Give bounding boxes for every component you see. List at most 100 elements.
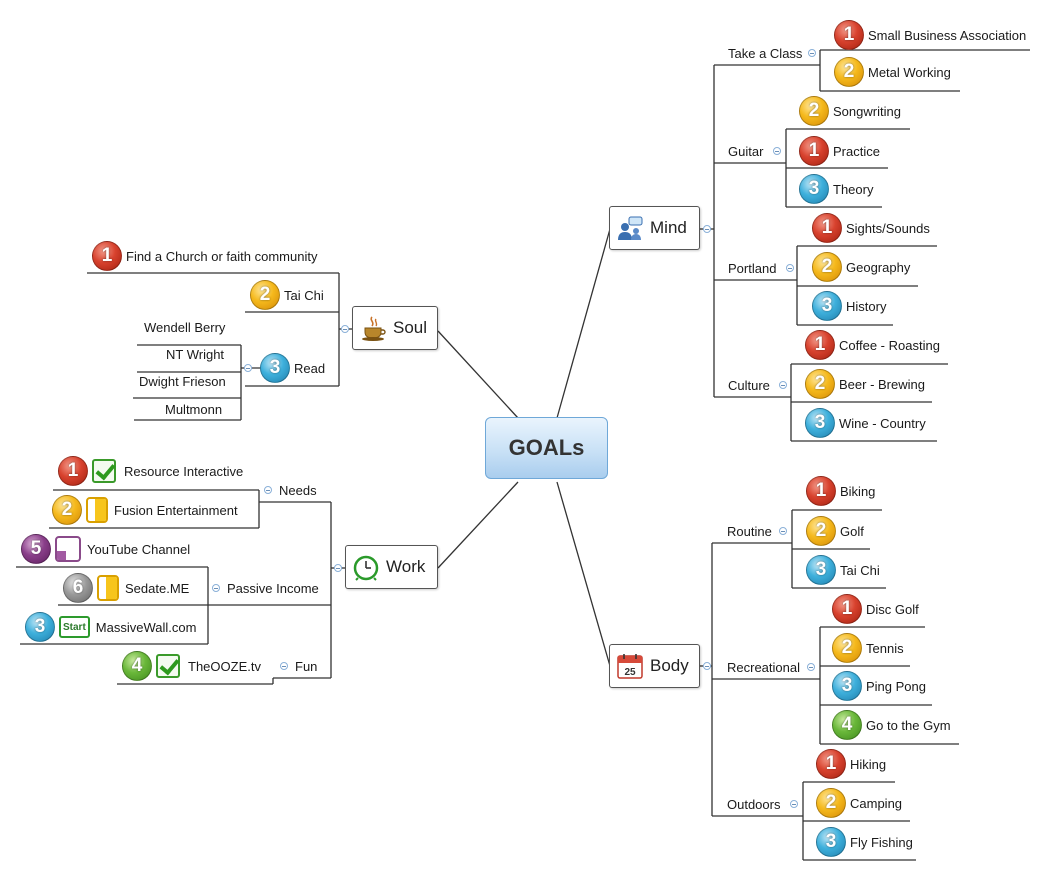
body-item-biking[interactable]: 1 Biking	[806, 476, 875, 506]
collapse-toggle-fun[interactable]	[280, 662, 288, 670]
mind-item-metal-working[interactable]: 2 Metal Working	[834, 57, 951, 87]
mind-item-sights-sounds[interactable]: 1 Sights/Sounds	[812, 213, 930, 243]
mind-item-beer[interactable]: 2 Beer - Brewing	[805, 369, 925, 399]
priority-2-icon: 2	[805, 369, 835, 399]
body-item-golf[interactable]: 2 Golf	[806, 516, 864, 546]
topic-soul-label: Soul	[393, 318, 428, 337]
mind-item-label: Metal Working	[868, 64, 951, 80]
work-item-sedate-me[interactable]: 6 Sedate.ME	[63, 573, 189, 603]
work-item-resource-interactive[interactable]: 1 Resource Interactive	[58, 456, 243, 486]
collapse-toggle-work[interactable]	[334, 564, 342, 572]
mind-guitar[interactable]: Guitar	[728, 144, 764, 159]
mind-item-wine[interactable]: 3 Wine - Country	[805, 408, 926, 438]
collapse-toggle-mind[interactable]	[703, 225, 711, 233]
body-item-label: Tennis	[866, 640, 904, 656]
mind-item-songwriting[interactable]: 2 Songwriting	[799, 96, 901, 126]
book-item[interactable]: NT Wright	[166, 347, 225, 362]
priority-4-icon: 4	[122, 651, 152, 681]
topic-mind-label: Mind	[650, 218, 687, 237]
body-item-label: Tai Chi	[840, 562, 880, 578]
priority-1-icon: 1	[806, 476, 836, 506]
work-item-youtube[interactable]: 5 YouTube Channel	[21, 534, 190, 564]
body-item-ping-pong[interactable]: 3 Ping Pong	[832, 671, 926, 701]
mind-item-sba[interactable]: 1 Small Business Association	[834, 20, 1026, 50]
topic-soul[interactable]: Soul	[352, 306, 438, 350]
collapse-toggle-recreational[interactable]	[807, 663, 815, 671]
collapse-toggle-take-a-class[interactable]	[808, 49, 816, 57]
mind-item-practice[interactable]: 1 Practice	[799, 136, 880, 166]
collapse-toggle-read[interactable]	[244, 364, 252, 372]
body-recreational[interactable]: Recreational	[727, 660, 800, 675]
mind-portland[interactable]: Portland	[728, 261, 777, 276]
work-needs[interactable]: Needs	[279, 483, 317, 498]
body-outdoors[interactable]: Outdoors	[727, 797, 781, 812]
work-passive-income[interactable]: Passive Income	[227, 581, 319, 596]
body-item-disc-golf[interactable]: 1 Disc Golf	[832, 594, 919, 624]
collapse-toggle-guitar[interactable]	[773, 147, 781, 155]
mind-item-label: History	[846, 298, 887, 314]
body-item-gym[interactable]: 4 Go to the Gym	[832, 710, 951, 740]
collapse-toggle-portland[interactable]	[786, 264, 794, 272]
body-item-hiking[interactable]: 1 Hiking	[816, 749, 886, 779]
priority-3-icon: 3	[832, 671, 862, 701]
work-item-fusion-entertainment[interactable]: 2 Fusion Entertainment	[52, 495, 238, 525]
priority-1-icon: 1	[834, 20, 864, 50]
work-item-massivewall[interactable]: 3 Start MassiveWall.com	[25, 612, 196, 642]
body-item-label: Hiking	[850, 756, 887, 772]
body-item-tai-chi[interactable]: 3 Tai Chi	[806, 555, 880, 585]
book-item[interactable]: Dwight Frieson	[139, 374, 226, 389]
body-item-label: Go to the Gym	[866, 717, 951, 733]
central-topic[interactable]: GOALs	[485, 417, 608, 479]
topic-mind[interactable]: Mind	[609, 206, 700, 250]
collapse-toggle-culture[interactable]	[779, 381, 787, 389]
mind-item-coffee[interactable]: 1 Coffee - Roasting	[805, 330, 940, 360]
collapse-toggle-routine[interactable]	[779, 527, 787, 535]
mind-item-history[interactable]: 3 History	[812, 291, 886, 321]
people-chat-icon	[618, 216, 643, 240]
priority-1-icon: 1	[58, 456, 88, 486]
soul-item-tai-chi[interactable]: 2 Tai Chi	[250, 280, 324, 310]
priority-2-icon: 2	[832, 633, 862, 663]
collapse-toggle-soul[interactable]	[341, 325, 349, 333]
topic-body[interactable]: 25 Body	[609, 644, 700, 688]
mind-take-a-class[interactable]: Take a Class	[728, 46, 803, 61]
mind-item-label: Small Business Association	[868, 27, 1027, 43]
mind-item-geography[interactable]: 2 Geography	[812, 252, 910, 282]
topic-work[interactable]: Work	[345, 545, 438, 589]
task-start-icon: Start	[59, 616, 90, 638]
body-item-camping[interactable]: 2 Camping	[816, 788, 902, 818]
priority-2-icon: 2	[812, 252, 842, 282]
body-item-label: Fly Fishing	[850, 834, 913, 850]
work-item-theooze[interactable]: 4 TheOOZE.tv	[122, 651, 261, 681]
priority-2-icon: 2	[52, 495, 82, 525]
body-item-tennis[interactable]: 2 Tennis	[832, 633, 904, 663]
body-item-fly-fishing[interactable]: 3 Fly Fishing	[816, 827, 913, 857]
collapse-toggle-body[interactable]	[703, 662, 711, 670]
work-fun[interactable]: Fun	[295, 659, 318, 674]
soul-item-read[interactable]: 3 Read	[260, 353, 325, 383]
priority-2-icon: 2	[250, 280, 280, 310]
body-routine[interactable]: Routine	[727, 524, 772, 539]
priority-2-icon: 2	[799, 96, 829, 126]
body-item-label: Disc Golf	[866, 601, 919, 617]
priority-2-icon: 2	[834, 57, 864, 87]
mind-item-label: Practice	[833, 143, 880, 159]
task-half-icon	[97, 575, 119, 601]
mind-culture[interactable]: Culture	[728, 378, 770, 393]
mind-item-label: Theory	[833, 181, 874, 197]
soul-item-label: Read	[294, 360, 326, 376]
collapse-toggle-needs[interactable]	[264, 486, 272, 494]
mind-item-theory[interactable]: 3 Theory	[799, 174, 873, 204]
collapse-toggle-outdoors[interactable]	[790, 800, 798, 808]
work-item-label: MassiveWall.com	[95, 619, 197, 635]
priority-1-icon: 1	[92, 241, 122, 271]
body-item-label: Biking	[840, 483, 876, 499]
book-item[interactable]: Wendell Berry	[144, 320, 226, 335]
soul-item-label: Find a Church or faith community	[126, 248, 318, 264]
collapse-toggle-passive-income[interactable]	[212, 584, 220, 592]
coffee-cup-icon	[362, 316, 386, 341]
soul-item-church[interactable]: 1 Find a Church or faith community	[92, 241, 317, 271]
priority-1-icon: 1	[812, 213, 842, 243]
book-item[interactable]: Multmonn	[165, 402, 223, 417]
